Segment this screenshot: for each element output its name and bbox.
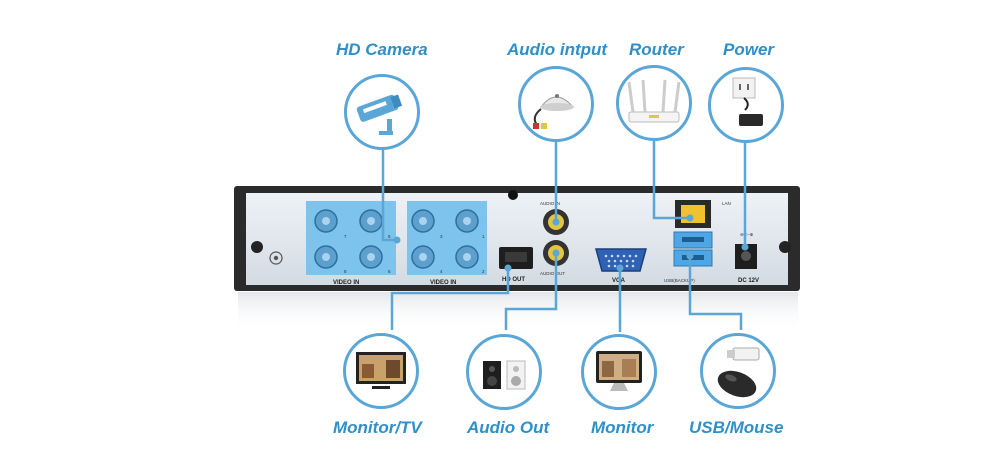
monitor-circle — [581, 334, 657, 410]
hd-camera-label: HD Camera — [336, 40, 428, 59]
hd-out-label: HD OUT — [502, 277, 525, 283]
video-in-label-1: VIDEO IN — [333, 280, 359, 286]
power-label: Power — [723, 40, 775, 59]
dc-port-center — [741, 251, 751, 261]
usb-mouse-label: USB/Mouse — [689, 418, 784, 437]
camera-icon — [356, 94, 403, 135]
monitor-label: Monitor — [591, 418, 654, 437]
lan-port-inner — [681, 205, 705, 223]
bnc-number: 6 — [388, 269, 391, 274]
line-monitor-tv — [390, 269, 510, 330]
audio-out-circle — [466, 334, 542, 410]
usb-mouse-icon — [717, 347, 760, 398]
bnc-number: 2 — [482, 269, 485, 274]
left-screw — [251, 241, 263, 253]
bnc-number: 8 — [344, 269, 347, 274]
chassis-reflection — [238, 292, 798, 332]
bnc-number: 5 — [388, 234, 391, 239]
bnc-number: 4 — [440, 269, 443, 274]
top-screw — [508, 190, 518, 200]
audio-out-label: Audio Out — [467, 418, 550, 437]
usb-port-1-tongue — [682, 237, 704, 242]
line-audio-out — [504, 253, 558, 330]
line-router — [652, 141, 690, 220]
hdmi-port-inner — [505, 252, 527, 262]
monitor-tv-label: Monitor/TV — [333, 418, 422, 437]
monitor-tv-circle — [343, 333, 419, 409]
microphone-icon — [533, 94, 575, 129]
right-screw — [779, 241, 791, 253]
power-adapter-icon — [732, 77, 763, 126]
line-hd-camera — [381, 148, 395, 242]
bnc-number: 7 — [344, 234, 347, 239]
router-circle — [616, 65, 692, 141]
bnc-number: 3 — [440, 234, 443, 239]
bnc-number: 1 — [482, 234, 485, 239]
bnc-centers — [322, 217, 471, 261]
tv-icon — [356, 352, 406, 389]
audio-out-label: AUDIO OUT — [540, 271, 565, 276]
video-in-label-2: VIDEO IN — [430, 280, 456, 286]
connection-lines — [381, 140, 747, 332]
audio-in-label: AUDIO IN — [540, 201, 560, 206]
router-label: Router — [629, 40, 684, 59]
line-usb-mouse — [688, 258, 743, 330]
speakers-icon — [483, 360, 526, 390]
ground-terminal — [269, 251, 283, 265]
lan-label: LAN — [722, 201, 731, 206]
hd-camera-circle — [344, 74, 420, 150]
power-circle — [708, 67, 784, 143]
dc-polarity-symbol: ⊖-○-⊕ — [740, 232, 753, 237]
connection-dots — [393, 214, 749, 272]
ground-terminal-center — [273, 255, 279, 261]
usb-backup-label: USB(BACKUP) — [664, 278, 695, 283]
router-icon — [627, 79, 681, 123]
dc-label: DC 12V — [738, 278, 759, 284]
monitor-icon — [596, 351, 642, 391]
usb-mouse-circle — [700, 333, 776, 409]
audio-input-circle — [518, 66, 594, 142]
audio-input-label: Audio intput — [507, 40, 608, 59]
